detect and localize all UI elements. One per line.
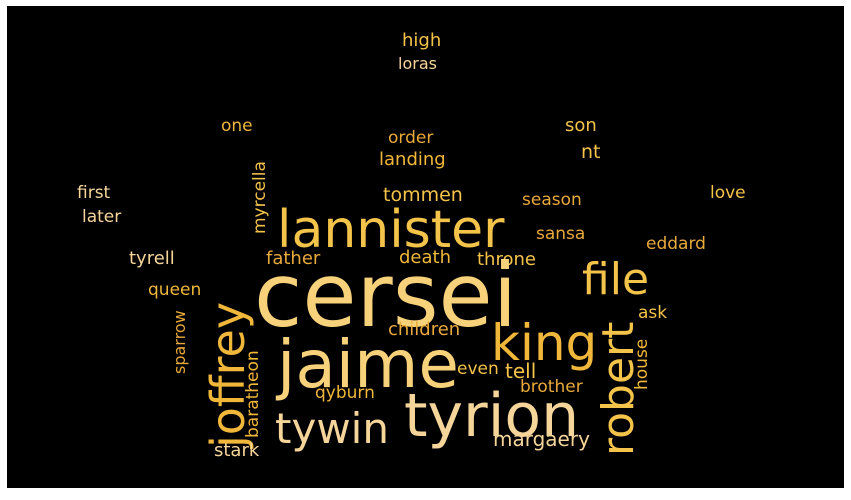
word-high: high (402, 30, 442, 51)
word-myrcella: myrcella (250, 161, 270, 234)
word-season: season (522, 190, 582, 210)
word-cloud-canvas: high loras one order son nt landing myrc… (7, 6, 844, 488)
word-stark: stark (214, 440, 260, 461)
word-lannister: lannister (277, 200, 505, 260)
word-jaime: jaime (277, 326, 460, 403)
word-throne: throne (477, 249, 536, 270)
word-qyburn: qyburn (315, 383, 375, 403)
word-nt: nt (581, 141, 601, 163)
word-order: order (388, 128, 434, 148)
word-children: children (388, 319, 461, 340)
word-tyrion: tyrion (404, 381, 580, 451)
word-ask: ask (638, 303, 668, 323)
word-first: first (77, 183, 111, 203)
word-king: king (491, 314, 598, 372)
word-baratheon: baratheon (243, 350, 263, 438)
word-queen: queen (148, 280, 202, 300)
word-one: one (221, 116, 253, 136)
word-eddard: eddard (646, 234, 706, 254)
word-love: love (710, 183, 746, 203)
word-margaery: margaery (493, 427, 590, 451)
word-son: son (565, 115, 597, 136)
word-tyrell: tyrell (129, 248, 175, 269)
word-brother: brother (520, 377, 583, 397)
word-house: house (632, 338, 652, 390)
word-sansa: sansa (536, 224, 586, 244)
word-loras: loras (398, 54, 437, 73)
word-landing: landing (379, 149, 446, 170)
word-sparrow: sparrow (170, 310, 189, 374)
word-tell: tell (505, 359, 537, 383)
word-tywin: tywin (275, 404, 389, 453)
word-death: death (399, 247, 451, 268)
word-later: later (82, 207, 122, 227)
word-even: even (457, 359, 499, 379)
word-file: file (582, 254, 650, 305)
word-tommen: tommen (383, 184, 463, 206)
word-father: father (266, 248, 321, 269)
word-cersei: cersei (254, 244, 518, 347)
